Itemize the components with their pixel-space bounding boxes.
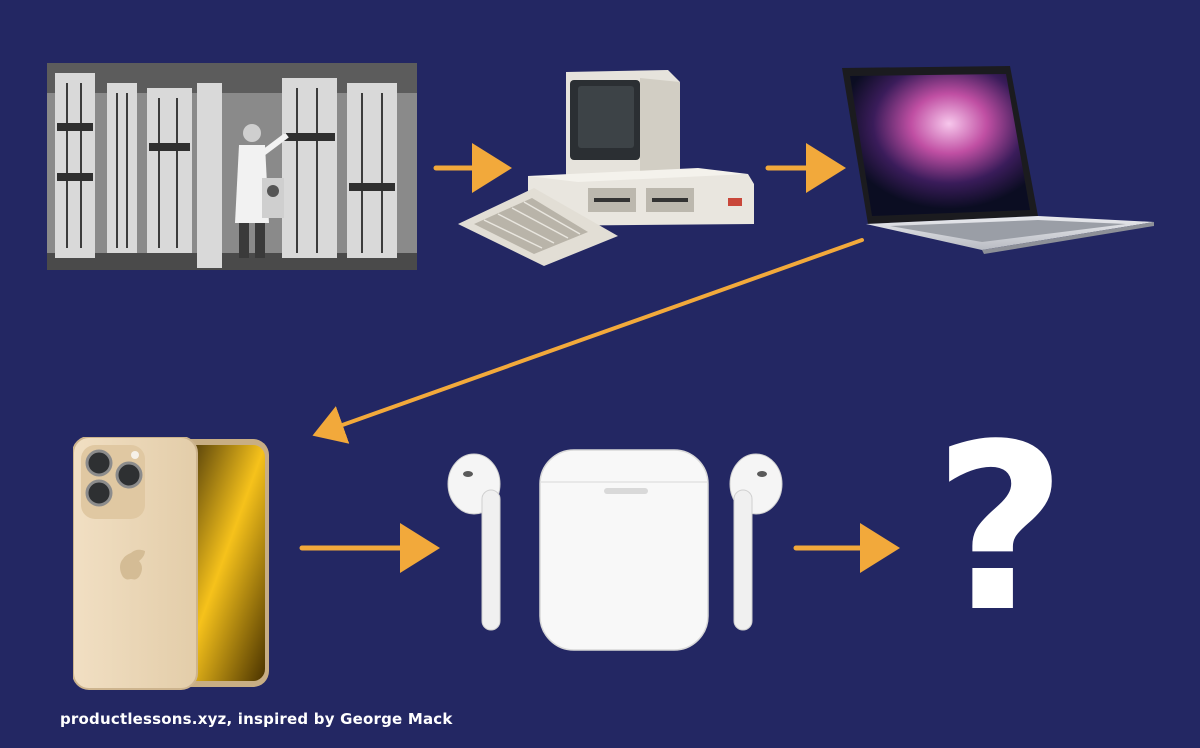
wireless-earbuds-icon xyxy=(447,449,783,651)
mainframe-computer-photo xyxy=(47,63,417,270)
credit-text: productlessons.xyz, inspired by George M… xyxy=(60,710,453,728)
desktop-pc-icon xyxy=(458,70,754,266)
laptop-icon xyxy=(842,66,1154,254)
question-mark: ? xyxy=(933,396,1067,663)
smartphone-icon xyxy=(73,437,269,690)
arrow-laptop-to-smartphone xyxy=(312,238,864,444)
